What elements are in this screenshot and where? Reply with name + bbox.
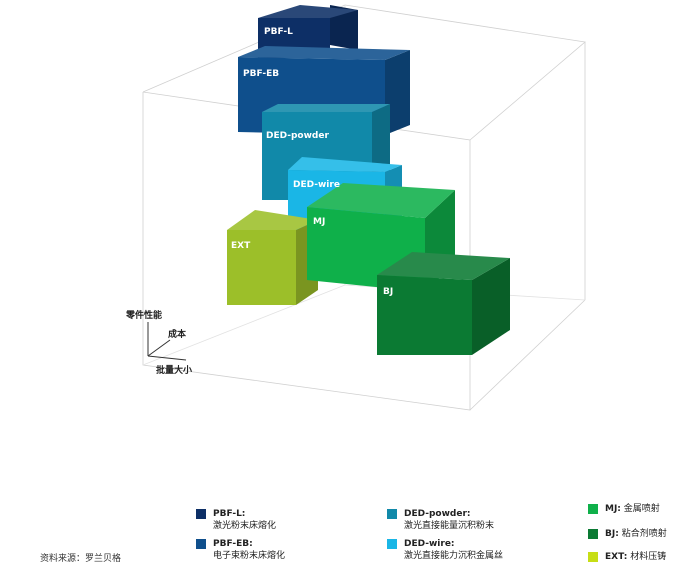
legend-desc-ded-powder: 激光直接能量沉积粉末 bbox=[404, 521, 495, 531]
block-ext-top bbox=[227, 210, 318, 230]
block-pbf-l-side bbox=[330, 5, 358, 50]
block-label-mj: MJ bbox=[313, 217, 325, 227]
block-pbf-eb-top bbox=[238, 46, 410, 60]
block-ext bbox=[227, 210, 318, 305]
legend-item-pbf-l: PBF-L: 激光粉末床熔化 bbox=[196, 508, 276, 532]
legend-key-ded-wire: DED-wire: bbox=[404, 539, 455, 549]
axis-label-volume: 批量大小 bbox=[156, 364, 192, 376]
block-bj-top bbox=[377, 252, 510, 280]
legend-swatch-ded-powder bbox=[387, 509, 397, 519]
legend-desc-ext: 材料压铸 bbox=[630, 552, 667, 562]
legend-swatch-pbf-l bbox=[196, 509, 206, 519]
legend-key-ext: EXT: bbox=[605, 552, 628, 562]
axis-label-cost: 成本 bbox=[168, 328, 187, 340]
legend-item-ded-powder: DED-powder: 激光直接能量沉积粉末 bbox=[387, 508, 494, 532]
legend-item-bj: BJ: 粘合剂喷射 bbox=[588, 528, 667, 540]
legend-desc-pbf-eb: 电子束粉末床熔化 bbox=[213, 551, 286, 561]
block-label-bj: BJ bbox=[383, 287, 393, 297]
block-label-ext: EXT bbox=[231, 241, 251, 251]
block-bj-front bbox=[377, 275, 472, 355]
legend-desc-mj: 金属喷射 bbox=[623, 504, 660, 514]
legend-desc-pbf-l: 激光粉末床熔化 bbox=[213, 521, 277, 531]
legend-item-mj: MJ: 金属喷射 bbox=[588, 503, 660, 515]
block-ded-wire-top bbox=[288, 157, 402, 172]
block-bj-side bbox=[472, 258, 510, 355]
block-ded-powder-top bbox=[262, 104, 390, 112]
legend-key-pbf-l: PBF-L: bbox=[213, 509, 246, 519]
legend-swatch-pbf-eb bbox=[196, 539, 206, 549]
legend-key-pbf-eb: PBF-EB: bbox=[213, 539, 253, 549]
legend-swatch-ded-wire bbox=[387, 539, 397, 549]
legend-desc-ded-wire: 激光直接能力沉积金属丝 bbox=[404, 551, 504, 561]
source-note: 资料来源：罗兰贝格 bbox=[40, 554, 122, 564]
block-label-pbf-l: PBF-L bbox=[264, 27, 293, 37]
legend-swatch-mj bbox=[588, 504, 598, 514]
block-bj bbox=[377, 252, 510, 355]
legend-desc-bj: 粘合剂喷射 bbox=[621, 529, 667, 539]
block-ext-front bbox=[227, 230, 296, 305]
axis-indicator bbox=[147, 322, 187, 361]
block-label-pbf-eb: PBF-EB bbox=[243, 69, 279, 79]
legend-key-ded-powder: DED-powder: bbox=[404, 509, 471, 519]
legend-swatch-ext bbox=[588, 552, 598, 562]
legend-swatch-bj bbox=[588, 529, 598, 539]
legend-item-ext: EXT: 材料压铸 bbox=[588, 551, 666, 563]
block-mj-top bbox=[307, 183, 455, 218]
legend-key-bj: BJ: bbox=[605, 529, 619, 539]
block-pbf-eb-side bbox=[385, 50, 410, 135]
legend-item-pbf-eb: PBF-EB: 电子束粉末床熔化 bbox=[196, 538, 285, 562]
process-comparison-diagram: PBF-L PBF-EB DED-powder DED-wire EXT MJ … bbox=[125, 4, 586, 411]
block-label-ded-powder: DED-powder bbox=[266, 131, 329, 141]
block-label-ded-wire: DED-wire bbox=[293, 180, 340, 190]
axis-label-performance: 零件性能 bbox=[125, 309, 162, 321]
block-pbf-l-top bbox=[258, 5, 358, 18]
legend-key-mj: MJ: bbox=[605, 504, 621, 514]
legend-item-ded-wire: DED-wire: 激光直接能力沉积金属丝 bbox=[387, 538, 503, 562]
